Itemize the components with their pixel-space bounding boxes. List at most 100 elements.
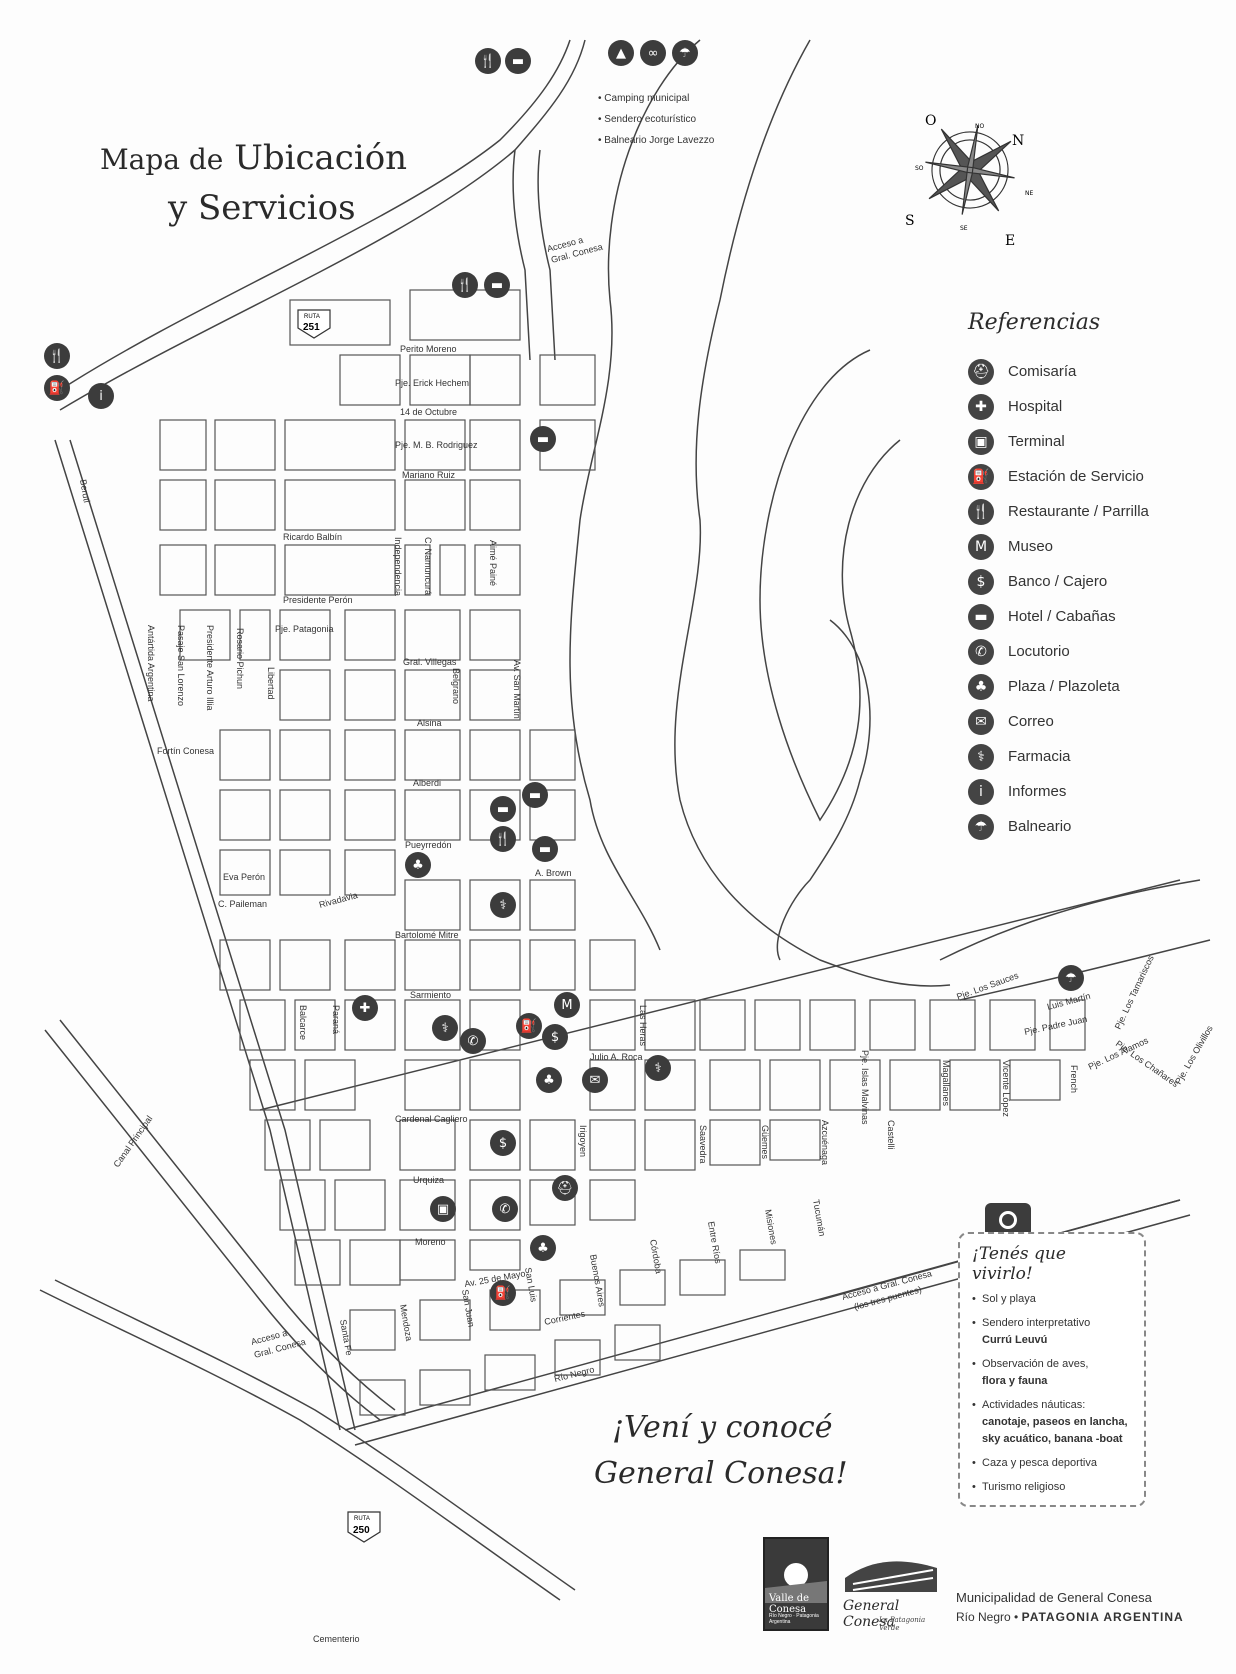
cementerio-label: Cementerio xyxy=(313,1634,360,1644)
tenes-item-text: Sendero interpretativo xyxy=(982,1317,1091,1329)
restaurant-icon[interactable]: 🍴 xyxy=(452,272,478,298)
phone-icon[interactable]: ✆ xyxy=(460,1028,486,1054)
gc-logo-subtext: La Patagonia Verde xyxy=(879,1616,926,1632)
tenes-item-text: Observación de aves, xyxy=(982,1358,1089,1370)
pharmacy-icon[interactable]: ⚕ xyxy=(432,1015,458,1041)
tenes-item: Turismo religioso xyxy=(972,1479,1132,1496)
street-gral-villegas: Gral. Villegas xyxy=(403,657,457,667)
street-14-octubre: 14 de Octubre xyxy=(400,407,457,417)
compass-se: SE xyxy=(960,225,968,232)
island-inner xyxy=(776,619,871,961)
gc-logo-text: General Conesa xyxy=(843,1598,900,1630)
fuel-station-icon[interactable]: ⛽ xyxy=(516,1013,542,1039)
reference-label: Farmacia xyxy=(1008,748,1071,765)
street-misiones: Misiones xyxy=(763,1209,779,1246)
beach-icon[interactable]: ☂ xyxy=(1058,965,1084,991)
street-mb-rodriguez: Pje. M. B. Rodriguez xyxy=(395,440,478,450)
reference-item: ▣Terminal xyxy=(968,424,1149,459)
tenes-item-bold: canotaje, paseos en lancha, sky acuático… xyxy=(982,1416,1128,1445)
hotel-icon[interactable]: ▬ xyxy=(505,48,531,74)
street-san-luis: San Luis xyxy=(523,1267,539,1304)
bus-terminal-icon[interactable]: ▣ xyxy=(430,1196,456,1222)
museum-icon[interactable]: M xyxy=(554,992,580,1018)
street-perito-moreno: Perito Moreno xyxy=(400,344,457,354)
svg-text:RUTA: RUTA xyxy=(304,314,320,320)
street-santa-fe: Santa Fe xyxy=(338,1319,354,1357)
bank-icon: $ xyxy=(968,568,994,595)
street-pje-los-tamariscos: Pje. Los Tamariscos xyxy=(1113,953,1156,1031)
river-east-channel-2 xyxy=(959,939,1211,1001)
tree-icon[interactable]: ♣ xyxy=(405,852,431,878)
svg-text:250: 250 xyxy=(353,1525,370,1536)
tree-icon[interactable]: ♣ xyxy=(530,1235,556,1261)
route-251-north xyxy=(59,39,571,391)
hospital-icon[interactable]: ✚ xyxy=(352,995,378,1021)
compass-s: S xyxy=(905,213,915,229)
tenes-item-bold: Currú Leuvú xyxy=(982,1334,1048,1346)
fuel-station-icon[interactable]: ⛽ xyxy=(490,1280,516,1306)
route-250-shield: RUTA 250 xyxy=(347,1511,381,1543)
police-icon[interactable]: ⛑ xyxy=(552,1175,578,1201)
note-balneario: Balneario Jorge Lavezzo xyxy=(598,130,714,151)
camping-icon[interactable]: ▲ xyxy=(608,40,634,66)
hotel-icon[interactable]: ▬ xyxy=(484,272,510,298)
tenes-item: Sol y playa xyxy=(972,1291,1132,1308)
route-250-east xyxy=(54,1279,576,1591)
municipality-location: Río Negro • PATAGONIA ARGENTINA xyxy=(956,1610,1184,1624)
reference-label: Informes xyxy=(1008,783,1067,800)
hospital-icon: ✚ xyxy=(968,393,994,420)
street-san-juan: San Juan xyxy=(460,1289,476,1328)
compass-ne: NE xyxy=(1025,190,1033,197)
reference-label: Hospital xyxy=(1008,398,1063,415)
hotel-icon[interactable]: ▬ xyxy=(532,836,558,862)
compass-n: N xyxy=(1012,133,1024,149)
hotel-icon[interactable]: ▬ xyxy=(530,426,556,452)
reference-label: Locutorio xyxy=(1008,643,1070,660)
binoculars-icon[interactable]: ∞ xyxy=(640,40,666,66)
references-title: Referencias xyxy=(968,310,1101,335)
hotel-icon[interactable]: ▬ xyxy=(522,782,548,808)
camera-icon xyxy=(985,1203,1031,1237)
street-balcarce: Balcarce xyxy=(298,1005,308,1040)
street-av-san-martin: Av. San Martín xyxy=(512,660,522,719)
compass-no: NO xyxy=(975,123,984,130)
compass-o: O xyxy=(925,113,936,129)
street-erick-hechem: Pje. Erick Hechem xyxy=(395,378,469,388)
restaurant-icon[interactable]: 🍴 xyxy=(490,826,516,852)
compass-rose xyxy=(925,125,1015,215)
river-bank-east xyxy=(674,39,951,987)
island-outline xyxy=(759,349,901,822)
street-entre-rios: Entre Ríos xyxy=(706,1221,723,1265)
street-pje-padre-juan: Pje. Padre Juan xyxy=(1023,1014,1088,1037)
street-buenos-aires: Buenos Aires xyxy=(588,1254,607,1308)
access-road-2 xyxy=(537,149,556,361)
route-251-south xyxy=(59,39,586,411)
reference-label: Banco / Cajero xyxy=(1008,573,1108,590)
pharmacy-icon[interactable]: ⚕ xyxy=(645,1055,671,1081)
street-cardenal-cagliero: Cardenal Cagliero xyxy=(395,1114,468,1124)
location-region: PATAGONIA ARGENTINA xyxy=(1021,1610,1184,1624)
phone-icon[interactable]: ✆ xyxy=(492,1196,518,1222)
title-ubicacion: Ubicación xyxy=(234,138,408,178)
beach-icon[interactable]: ☂ xyxy=(672,40,698,66)
hotel-icon[interactable]: ▬ xyxy=(490,796,516,822)
street-pje-los-olivillos: Pje. Los Olivillos xyxy=(1173,1023,1215,1086)
pharmacy-icon[interactable]: ⚕ xyxy=(490,892,516,918)
valle-logo-text: Valle de Conesa xyxy=(769,1593,810,1615)
bank-icon[interactable]: $ xyxy=(490,1130,516,1156)
reference-item: ⛽Estación de Servicio xyxy=(968,459,1149,494)
fuel-station-icon[interactable]: ⛽ xyxy=(44,375,70,401)
street-tucuman: Tucumán xyxy=(811,1199,827,1237)
restaurant-icon[interactable]: 🍴 xyxy=(475,48,501,74)
location-province: Río Negro xyxy=(956,1610,1011,1624)
tree-icon[interactable]: ♣ xyxy=(536,1067,562,1093)
bank-icon[interactable]: $ xyxy=(542,1024,568,1050)
restaurant-icon[interactable]: 🍴 xyxy=(44,343,70,369)
mail-icon[interactable]: ✉ xyxy=(582,1067,608,1093)
street-aime-paine: Aimé Painé xyxy=(488,540,498,586)
info-icon[interactable]: i xyxy=(88,383,114,409)
street-guemes: Güemes xyxy=(760,1125,770,1160)
street-castelli: Castelli xyxy=(886,1120,896,1150)
